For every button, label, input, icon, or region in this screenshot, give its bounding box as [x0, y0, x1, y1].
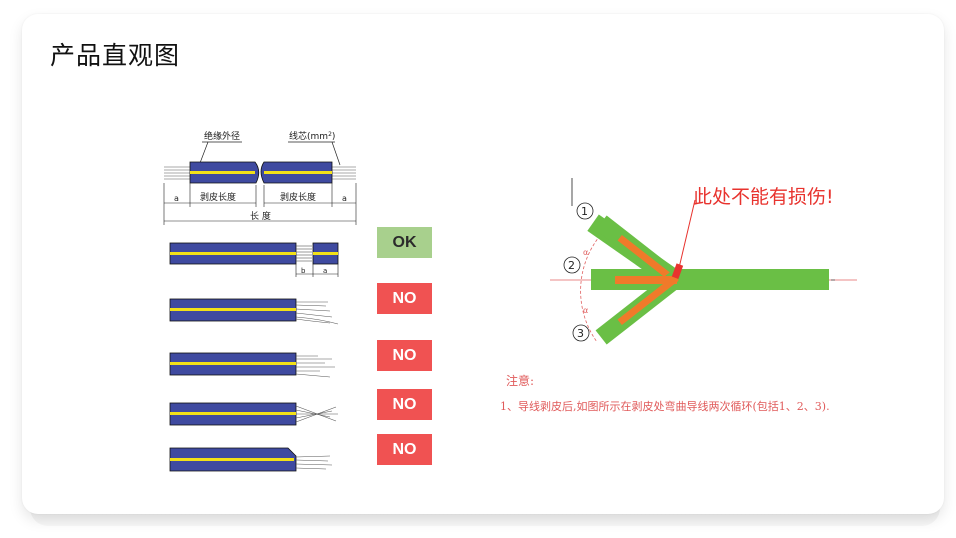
wire-ok-example: b a: [169, 242, 339, 277]
ok-badge: OK: [377, 227, 432, 258]
no-badge-1: NO: [377, 283, 432, 314]
wire-full-diagram: [164, 161, 356, 184]
core-label: 线芯(mm2): [289, 130, 335, 142]
marker-2: 2: [563, 256, 581, 274]
no-badge-3: NO: [377, 389, 432, 420]
page-title: 产品直观图: [50, 41, 181, 70]
marker-3: 3: [572, 324, 590, 342]
no-badge-2: NO: [377, 340, 432, 371]
note-item-1: 1、导线剥皮后,如图所示在剥皮处弯曲导线两次循环(包括1、2、3).: [500, 400, 830, 413]
dim-a-left: a: [174, 194, 179, 203]
wire-strip-drawing: 绝缘外径 线芯(mm2) a 剥皮长度 剥皮长度 a 长 度: [163, 130, 357, 472]
svg-text:1: 1: [581, 205, 588, 218]
strip-length-right: 剥皮长度: [280, 191, 316, 203]
wire-no-example-4: [169, 447, 333, 472]
dim-a-small: a: [323, 267, 327, 275]
angle-label-bottom: α: [583, 306, 588, 315]
wire-no-example-1: [169, 298, 339, 325]
marker-1: 1: [576, 202, 594, 220]
wire-no-example-3: [169, 402, 338, 426]
bend-diagram: α α 此处不能有损伤! 1 2 3: [550, 178, 857, 345]
warning-text: 此处不能有损伤!: [693, 186, 834, 208]
wire-no-example-2: [169, 352, 335, 378]
svg-text:2: 2: [568, 259, 575, 272]
dim-a-right: a: [342, 194, 347, 203]
svg-text:3: 3: [577, 327, 584, 340]
no-badge-4: NO: [377, 434, 432, 465]
dim-b: b: [301, 267, 306, 275]
strip-length-left: 剥皮长度: [200, 191, 236, 203]
total-length-label: 长 度: [250, 210, 271, 222]
outer-diameter-label: 绝缘外径: [204, 130, 240, 142]
note-heading: 注意:: [506, 374, 535, 388]
angle-label-top: α: [583, 248, 588, 257]
